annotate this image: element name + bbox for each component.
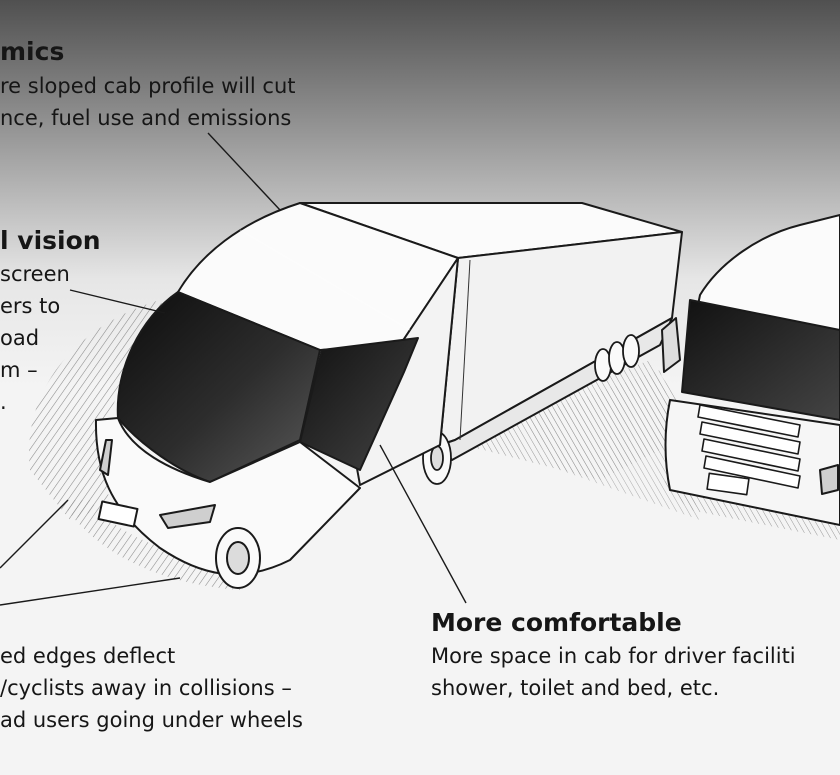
conventional-truck [661,214,840,526]
callout-aerodynamics-line-1: re sloped cab profile will cut [0,74,296,98]
callout-comfort-heading: More comfortable [431,608,682,637]
callout-vision-line-4: m – [0,358,38,382]
cab-wheel [215,527,261,589]
trailer-wheels [422,334,640,485]
callout-vision-line-3: oad [0,326,40,350]
callout-safety-line-2: /cyclists away in collisions – [0,676,292,700]
callout-vision-line-5: . [0,390,7,414]
callout-comfort: More comfortable More space in cab for d… [431,608,840,704]
callout-comfort-line-2: shower, toilet and bed, etc. [431,676,720,700]
truck-cab [94,202,459,576]
callout-comfort-line-1: More space in cab for driver faciliti [431,644,796,668]
callout-aerodynamics: mics re sloped cab profile will cut nce,… [0,37,296,134]
callout-vision-heading: l vision [0,226,101,255]
callout-vision-line-1: screen [0,262,70,286]
callout-safety: ed edges deflect /cyclists away in colli… [0,640,303,736]
callout-vision-line-2: ers to [0,294,61,318]
callout-safety-line-1: ed edges deflect [0,644,176,668]
callout-aerodynamics-heading: mics [0,37,65,66]
callout-safety-line-3: ad users going under wheels [0,708,303,732]
callout-aerodynamics-line-2: nce, fuel use and emissions [0,106,292,130]
callout-vision: l vision screen ers to oad m – . [0,226,101,418]
leader-lines [0,132,467,606]
